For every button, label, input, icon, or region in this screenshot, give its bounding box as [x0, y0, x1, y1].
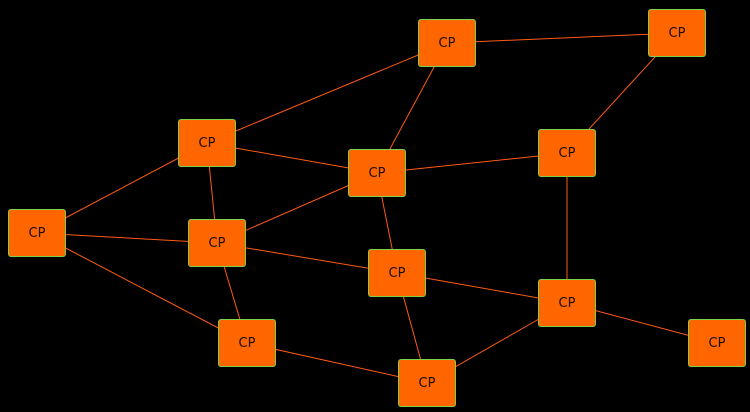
node-n2[interactable]: CP: [178, 119, 236, 167]
node-n1[interactable]: CP: [8, 209, 66, 257]
node-label: CP: [368, 165, 386, 181]
node-label: CP: [558, 145, 576, 161]
edge-n1-n3: [36, 232, 218, 244]
edge-n8-n11: [446, 32, 678, 44]
node-label: CP: [418, 375, 436, 391]
node-label: CP: [198, 135, 216, 151]
edge-n3-n6: [216, 242, 398, 274]
node-n10[interactable]: CP: [538, 279, 596, 327]
node-n8[interactable]: CP: [418, 19, 476, 67]
node-n5[interactable]: CP: [218, 319, 276, 367]
node-label: CP: [438, 35, 456, 51]
node-label: CP: [558, 295, 576, 311]
node-n6[interactable]: CP: [368, 249, 426, 297]
node-label: CP: [238, 335, 256, 351]
node-label: CP: [208, 235, 226, 251]
node-label: CP: [708, 335, 726, 351]
node-n7[interactable]: CP: [398, 359, 456, 407]
node-n9[interactable]: CP: [538, 129, 596, 177]
edge-n5-n7: [246, 342, 428, 384]
edge-n4-n9: [376, 152, 568, 174]
node-label: CP: [388, 265, 406, 281]
node-n3[interactable]: CP: [188, 219, 246, 267]
node-n11[interactable]: CP: [648, 9, 706, 57]
node-n4[interactable]: CP: [348, 149, 406, 197]
node-n12[interactable]: CP: [688, 319, 746, 367]
edge-n2-n8: [206, 42, 448, 144]
node-label: CP: [668, 25, 686, 41]
edge-n1-n5: [36, 232, 248, 344]
node-label: CP: [28, 225, 46, 241]
